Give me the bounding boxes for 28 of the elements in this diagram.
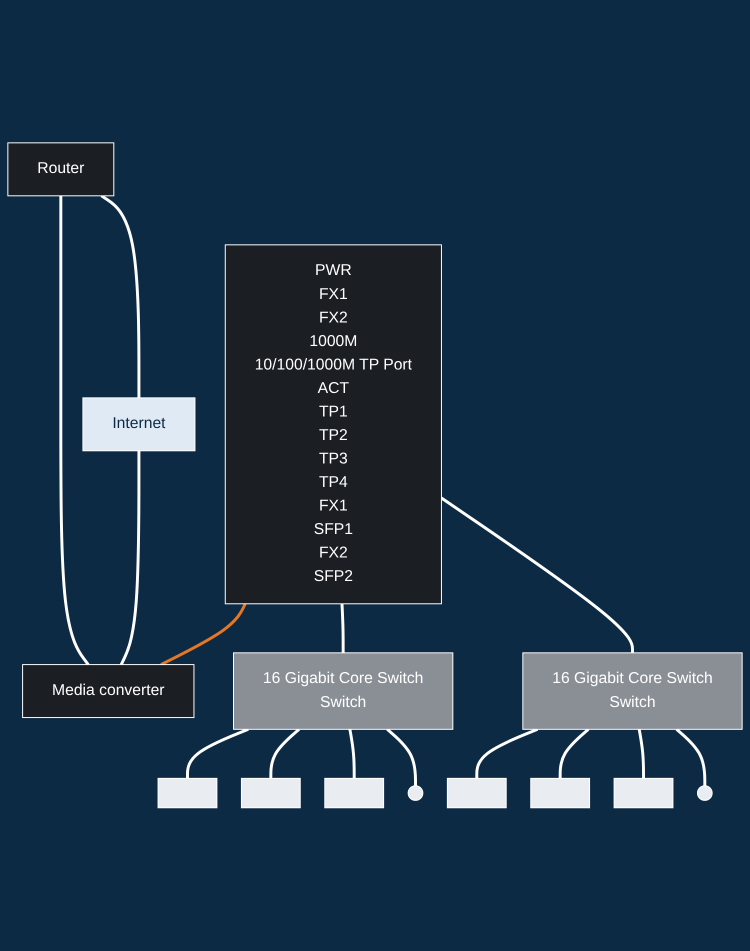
connector bbox=[160, 603, 247, 666]
connector bbox=[475, 728, 538, 779]
connector bbox=[59, 196, 90, 666]
connector bbox=[100, 194, 140, 398]
connector bbox=[676, 728, 706, 786]
node-box: Router bbox=[7, 142, 114, 196]
connector bbox=[186, 728, 249, 779]
connector bbox=[386, 728, 417, 786]
node-box: 16 Gigabit Core Switch Switch bbox=[233, 652, 454, 730]
node-box: Media converter bbox=[22, 664, 194, 718]
connector bbox=[638, 729, 645, 779]
node-box bbox=[614, 778, 674, 808]
connector bbox=[269, 728, 300, 779]
node-box bbox=[446, 778, 507, 808]
connector bbox=[558, 728, 590, 779]
connector bbox=[348, 729, 356, 779]
node-box: 16 Gigabit Core Switch Switch bbox=[522, 652, 743, 730]
node-box bbox=[324, 778, 384, 808]
node-box: PWR FX1 FX2 1000M 10/100/1000M TP Port ACT TP1 TP2 TP3 TP4 FX1 SFP1 FX2 SFP2 bbox=[224, 244, 442, 604]
node-circle bbox=[696, 785, 713, 802]
connector bbox=[440, 497, 634, 653]
node-circle bbox=[408, 785, 424, 802]
connector bbox=[120, 450, 140, 666]
node-box bbox=[240, 778, 301, 808]
node-box: Internet bbox=[82, 398, 196, 452]
connector bbox=[340, 604, 345, 653]
node-box bbox=[530, 778, 590, 808]
node-box bbox=[158, 778, 218, 808]
